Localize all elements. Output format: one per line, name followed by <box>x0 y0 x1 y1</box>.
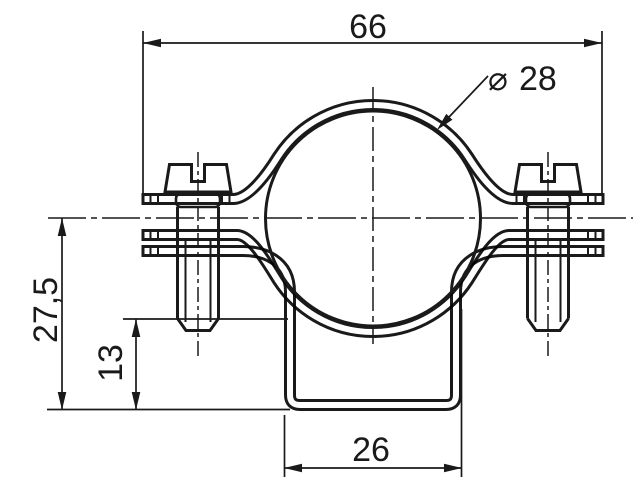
diameter-symbol: ⌀ <box>488 59 508 98</box>
weld-base-saddle <box>141 245 605 411</box>
screw-thread-minor <box>534 240 562 322</box>
flange-edge-ticks <box>149 194 597 256</box>
screw-thread-minor <box>184 240 212 322</box>
dim-27-5-group: 27,5 <box>27 218 290 411</box>
dim-26-group: 26 <box>283 309 463 477</box>
diameter-value: 28 <box>519 60 557 98</box>
screw-head <box>163 163 233 194</box>
dim-13-group: 13 <box>92 318 288 410</box>
dim-66-group: 66 <box>142 8 603 196</box>
screw-tip-chamfer <box>176 317 220 332</box>
dim-13-arrow-top <box>131 319 141 337</box>
left-screw <box>163 163 233 332</box>
dim-66-arrow-left <box>143 38 161 48</box>
dim-13-arrow-bottom <box>131 392 141 410</box>
dim-overall-width: 66 <box>349 8 387 46</box>
dim-66-arrow-right <box>584 38 602 48</box>
screw-shank <box>526 207 570 319</box>
dim-27-5-arrow-bottom <box>57 392 67 410</box>
screw-head <box>513 163 583 194</box>
centerlines <box>48 87 633 356</box>
dim-26-arrow-left <box>284 463 302 473</box>
dim-diameter-group: ⌀ 28 <box>437 59 557 130</box>
screw-shank <box>176 207 220 319</box>
diameter-leader-arrowhead <box>437 114 453 130</box>
dim-26-arrow-right <box>444 463 462 473</box>
dim-27-5-arrow-top <box>57 218 67 236</box>
dim-height-total: 27,5 <box>27 277 65 343</box>
right-screw <box>513 163 583 332</box>
dim-66-extension-lines <box>142 31 603 196</box>
dim-height-screw-tip: 13 <box>92 344 130 382</box>
screw-tip-chamfer <box>526 317 570 332</box>
dim-base-width: 26 <box>352 431 390 469</box>
